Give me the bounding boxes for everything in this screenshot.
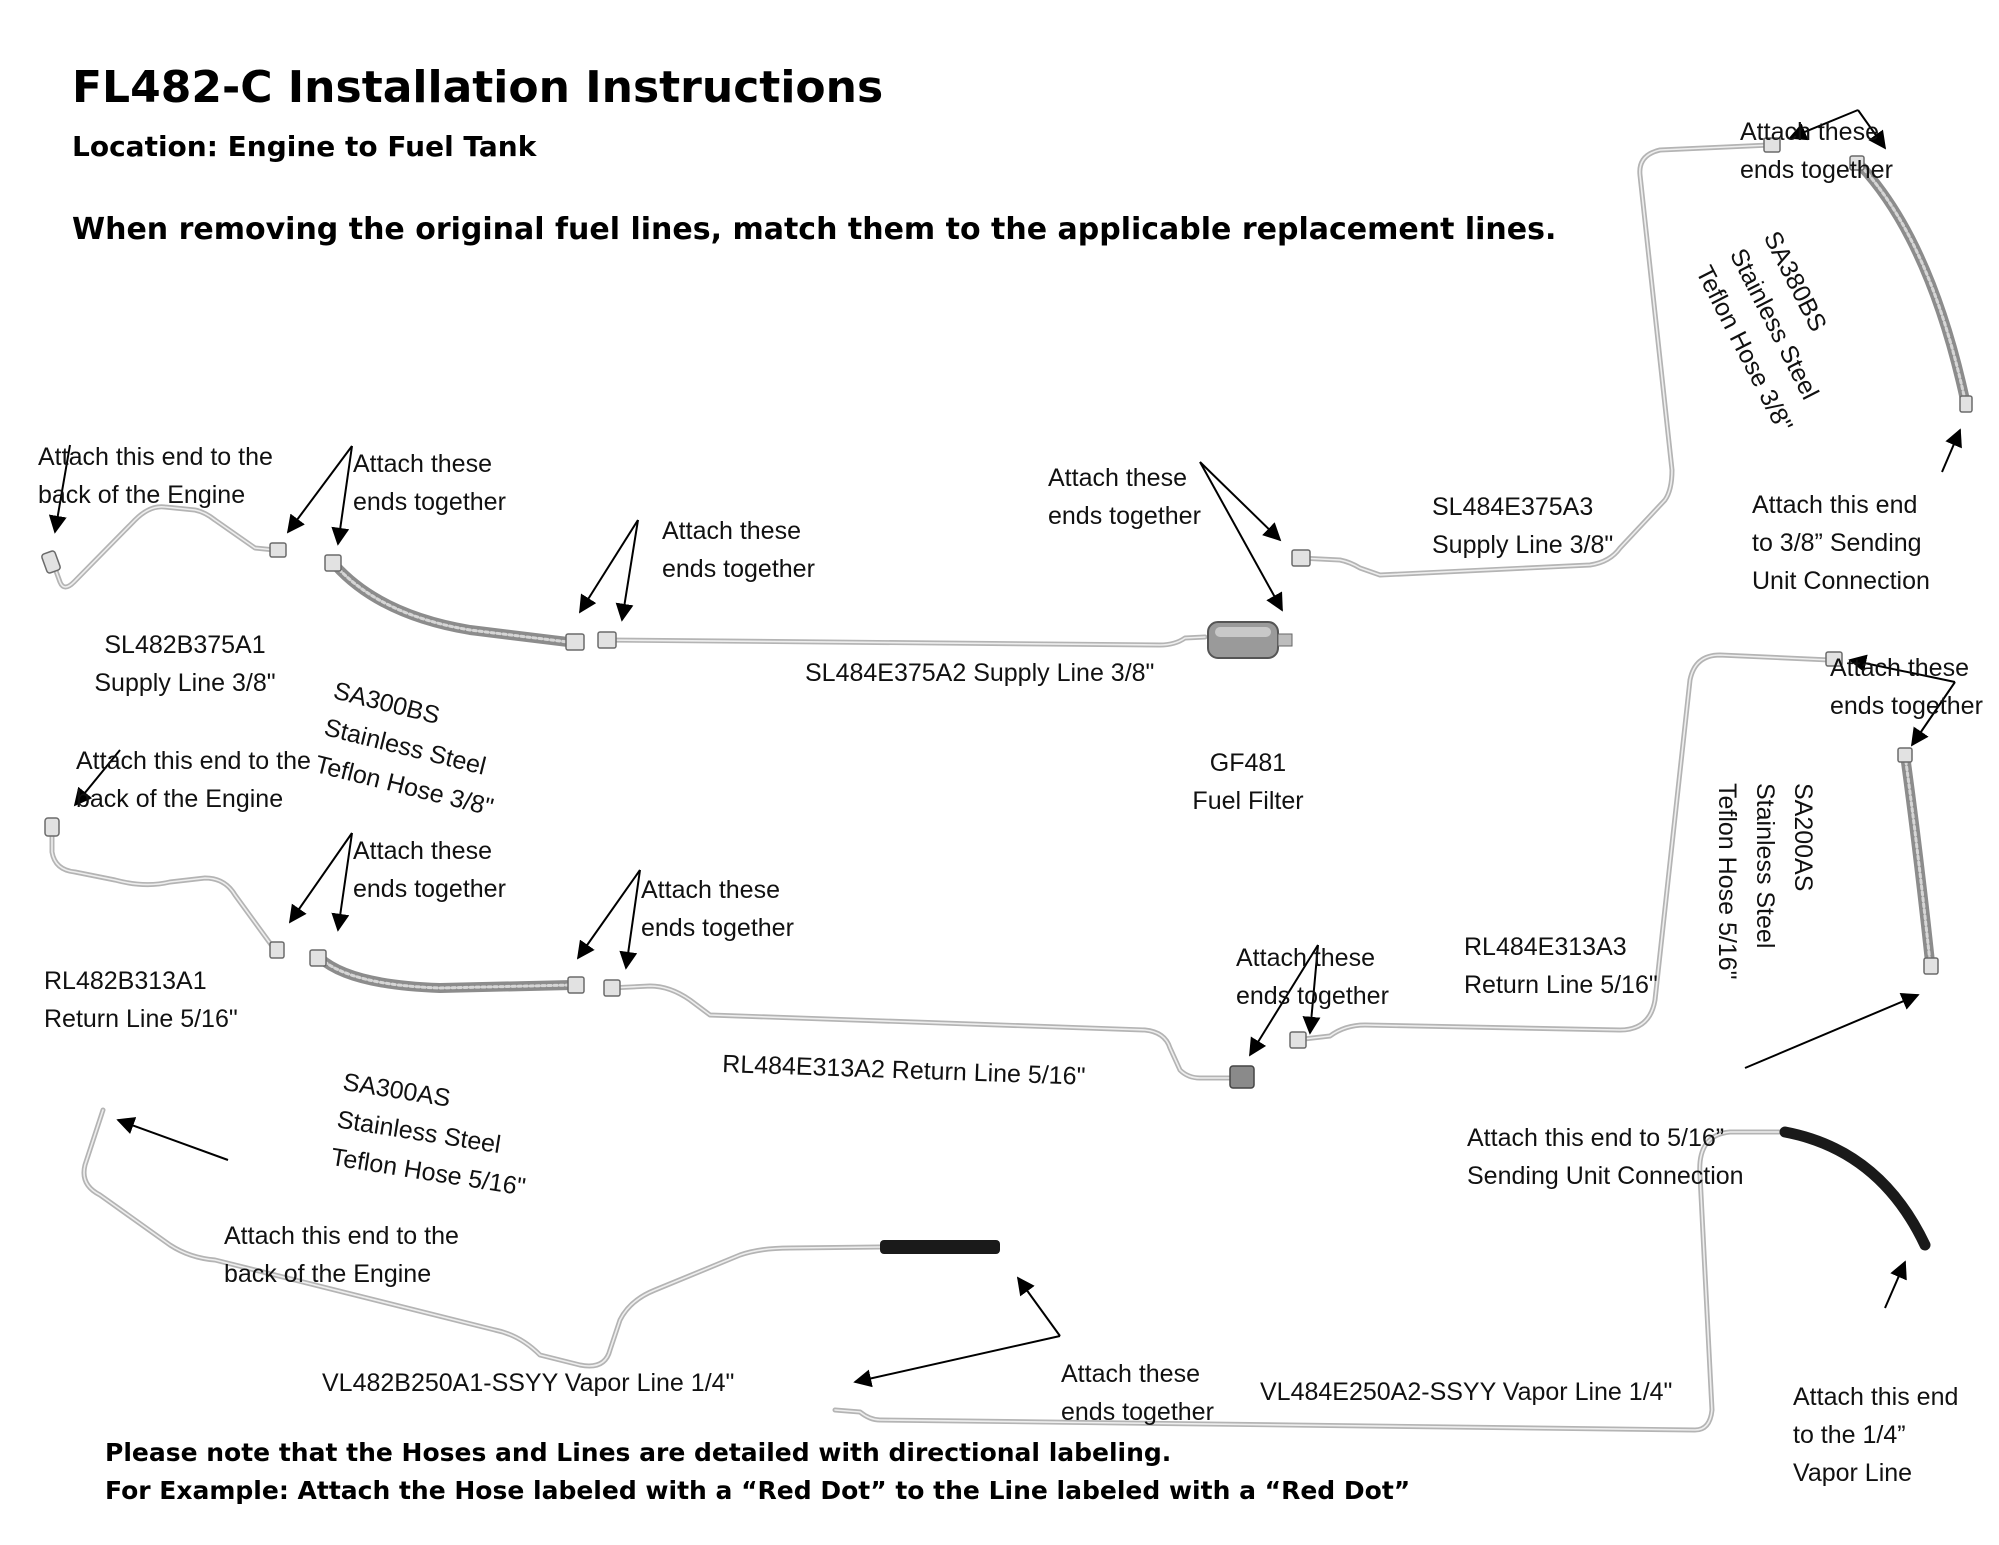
callout-sending-516: Attach this end to 5/16”Sending Unit Con… [1467, 1124, 1744, 1190]
return-line-rl482b313a1 [44, 817, 285, 959]
hose-sa300bs [324, 554, 585, 651]
supply-line-sl484e375a3 [1291, 137, 1781, 578]
instruction-text: When removing the original fuel lines, m… [72, 212, 1557, 247]
callout-arrows [48, 109, 1962, 1388]
label-vl482b250a1: VL482B250A1-SSYY Vapor Line 1/4" [322, 1369, 735, 1397]
return-line-rl484e313a2 [603, 979, 1255, 1089]
hose-sa300as [309, 949, 585, 994]
fuel-filter-gf481 [1207, 621, 1293, 659]
vapor-line-vl482b250a1 [81, 1107, 1000, 1369]
label-vl484e250a2: VL484E250A2-SSYY Vapor Line 1/4" [1260, 1378, 1673, 1406]
supply-line-sl482b375a1 [41, 504, 287, 590]
hose-sa380bs [1849, 155, 1973, 413]
location-subtitle: Location: Engine to Fuel Tank [72, 130, 537, 163]
note-red-dot-example: For Example: Attach the Hose labeled wit… [105, 1476, 1411, 1505]
page-title: FL482-C Installation Instructions [72, 62, 884, 113]
hose-sa200as [1897, 747, 1939, 975]
return-line-rl484e313a3 [1289, 651, 1843, 1049]
vapor-line-vl484e250a2 [832, 1126, 1931, 1433]
label-sl484e375a2: SL484E375A2 Supply Line 3/8" [805, 659, 1155, 687]
note-directional-labeling: Please note that the Hoses and Lines are… [105, 1438, 1172, 1467]
supply-line-sl484e375a2 [597, 631, 1208, 649]
